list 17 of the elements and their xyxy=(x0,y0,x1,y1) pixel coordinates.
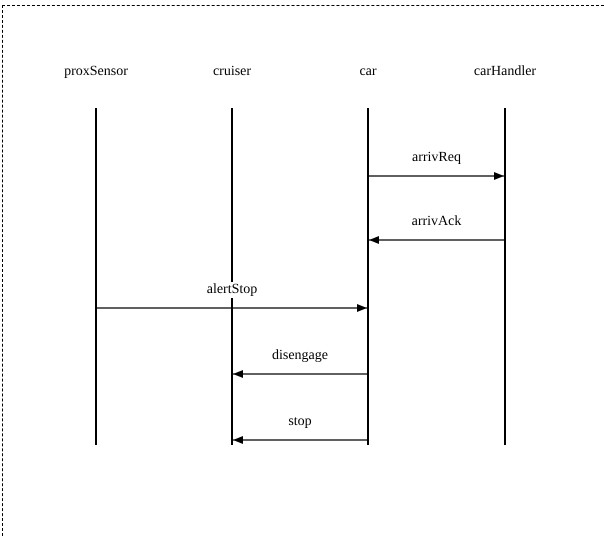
lifeline xyxy=(504,108,506,445)
message-label: alertStop xyxy=(204,282,260,298)
participant-name: carHandler xyxy=(474,64,536,80)
participant-name: proxSensor xyxy=(64,64,128,80)
lifeline xyxy=(231,108,233,445)
message-label: stop xyxy=(286,414,314,430)
message-label: disengage xyxy=(270,348,330,364)
message-arrow xyxy=(369,236,504,244)
participant-name: car xyxy=(359,64,377,80)
lifeline xyxy=(367,108,369,445)
participant-name: cruiser xyxy=(212,64,252,80)
message-label: arrivReq xyxy=(410,150,463,166)
message-arrow xyxy=(97,304,367,312)
message-arrow xyxy=(233,436,367,444)
message-arrow xyxy=(233,370,367,378)
message-arrow xyxy=(369,172,504,180)
lifeline xyxy=(95,108,97,445)
